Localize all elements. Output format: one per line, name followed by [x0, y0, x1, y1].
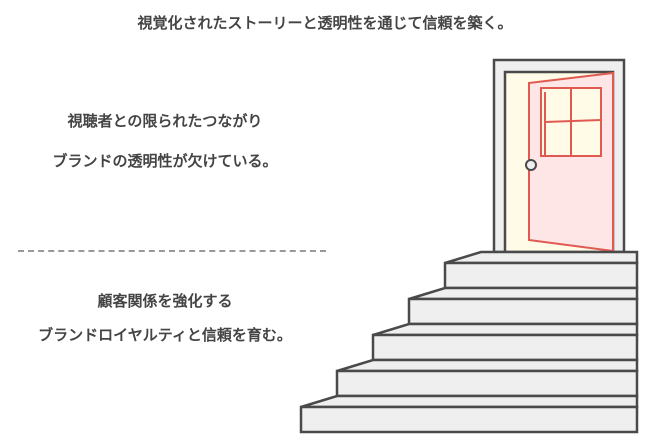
step-top: [444, 250, 639, 265]
stairs: [299, 250, 639, 434]
divider: [18, 250, 326, 252]
step-top: [408, 286, 639, 301]
step-top: [372, 322, 639, 337]
diagram-title: 視覚化されたストーリーと透明性を通じて信頼を築く。: [137, 14, 513, 32]
top-body: ブランドの透明性が欠けている。: [52, 152, 278, 170]
step-front: [335, 369, 639, 398]
door-knob-icon: [525, 159, 537, 171]
open-door: [528, 71, 614, 253]
top-heading: 視聴者との限られたつながり: [67, 112, 263, 130]
step-front: [407, 297, 639, 326]
step-front: [371, 333, 639, 362]
step-top: [336, 358, 639, 373]
step-top: [300, 394, 639, 409]
bottom-body: ブランドロイヤルティと信頼を育む。: [38, 326, 292, 344]
step-front: [299, 405, 639, 434]
bottom-heading: 顧客関係を強化する: [97, 292, 233, 310]
step-front: [443, 261, 639, 290]
